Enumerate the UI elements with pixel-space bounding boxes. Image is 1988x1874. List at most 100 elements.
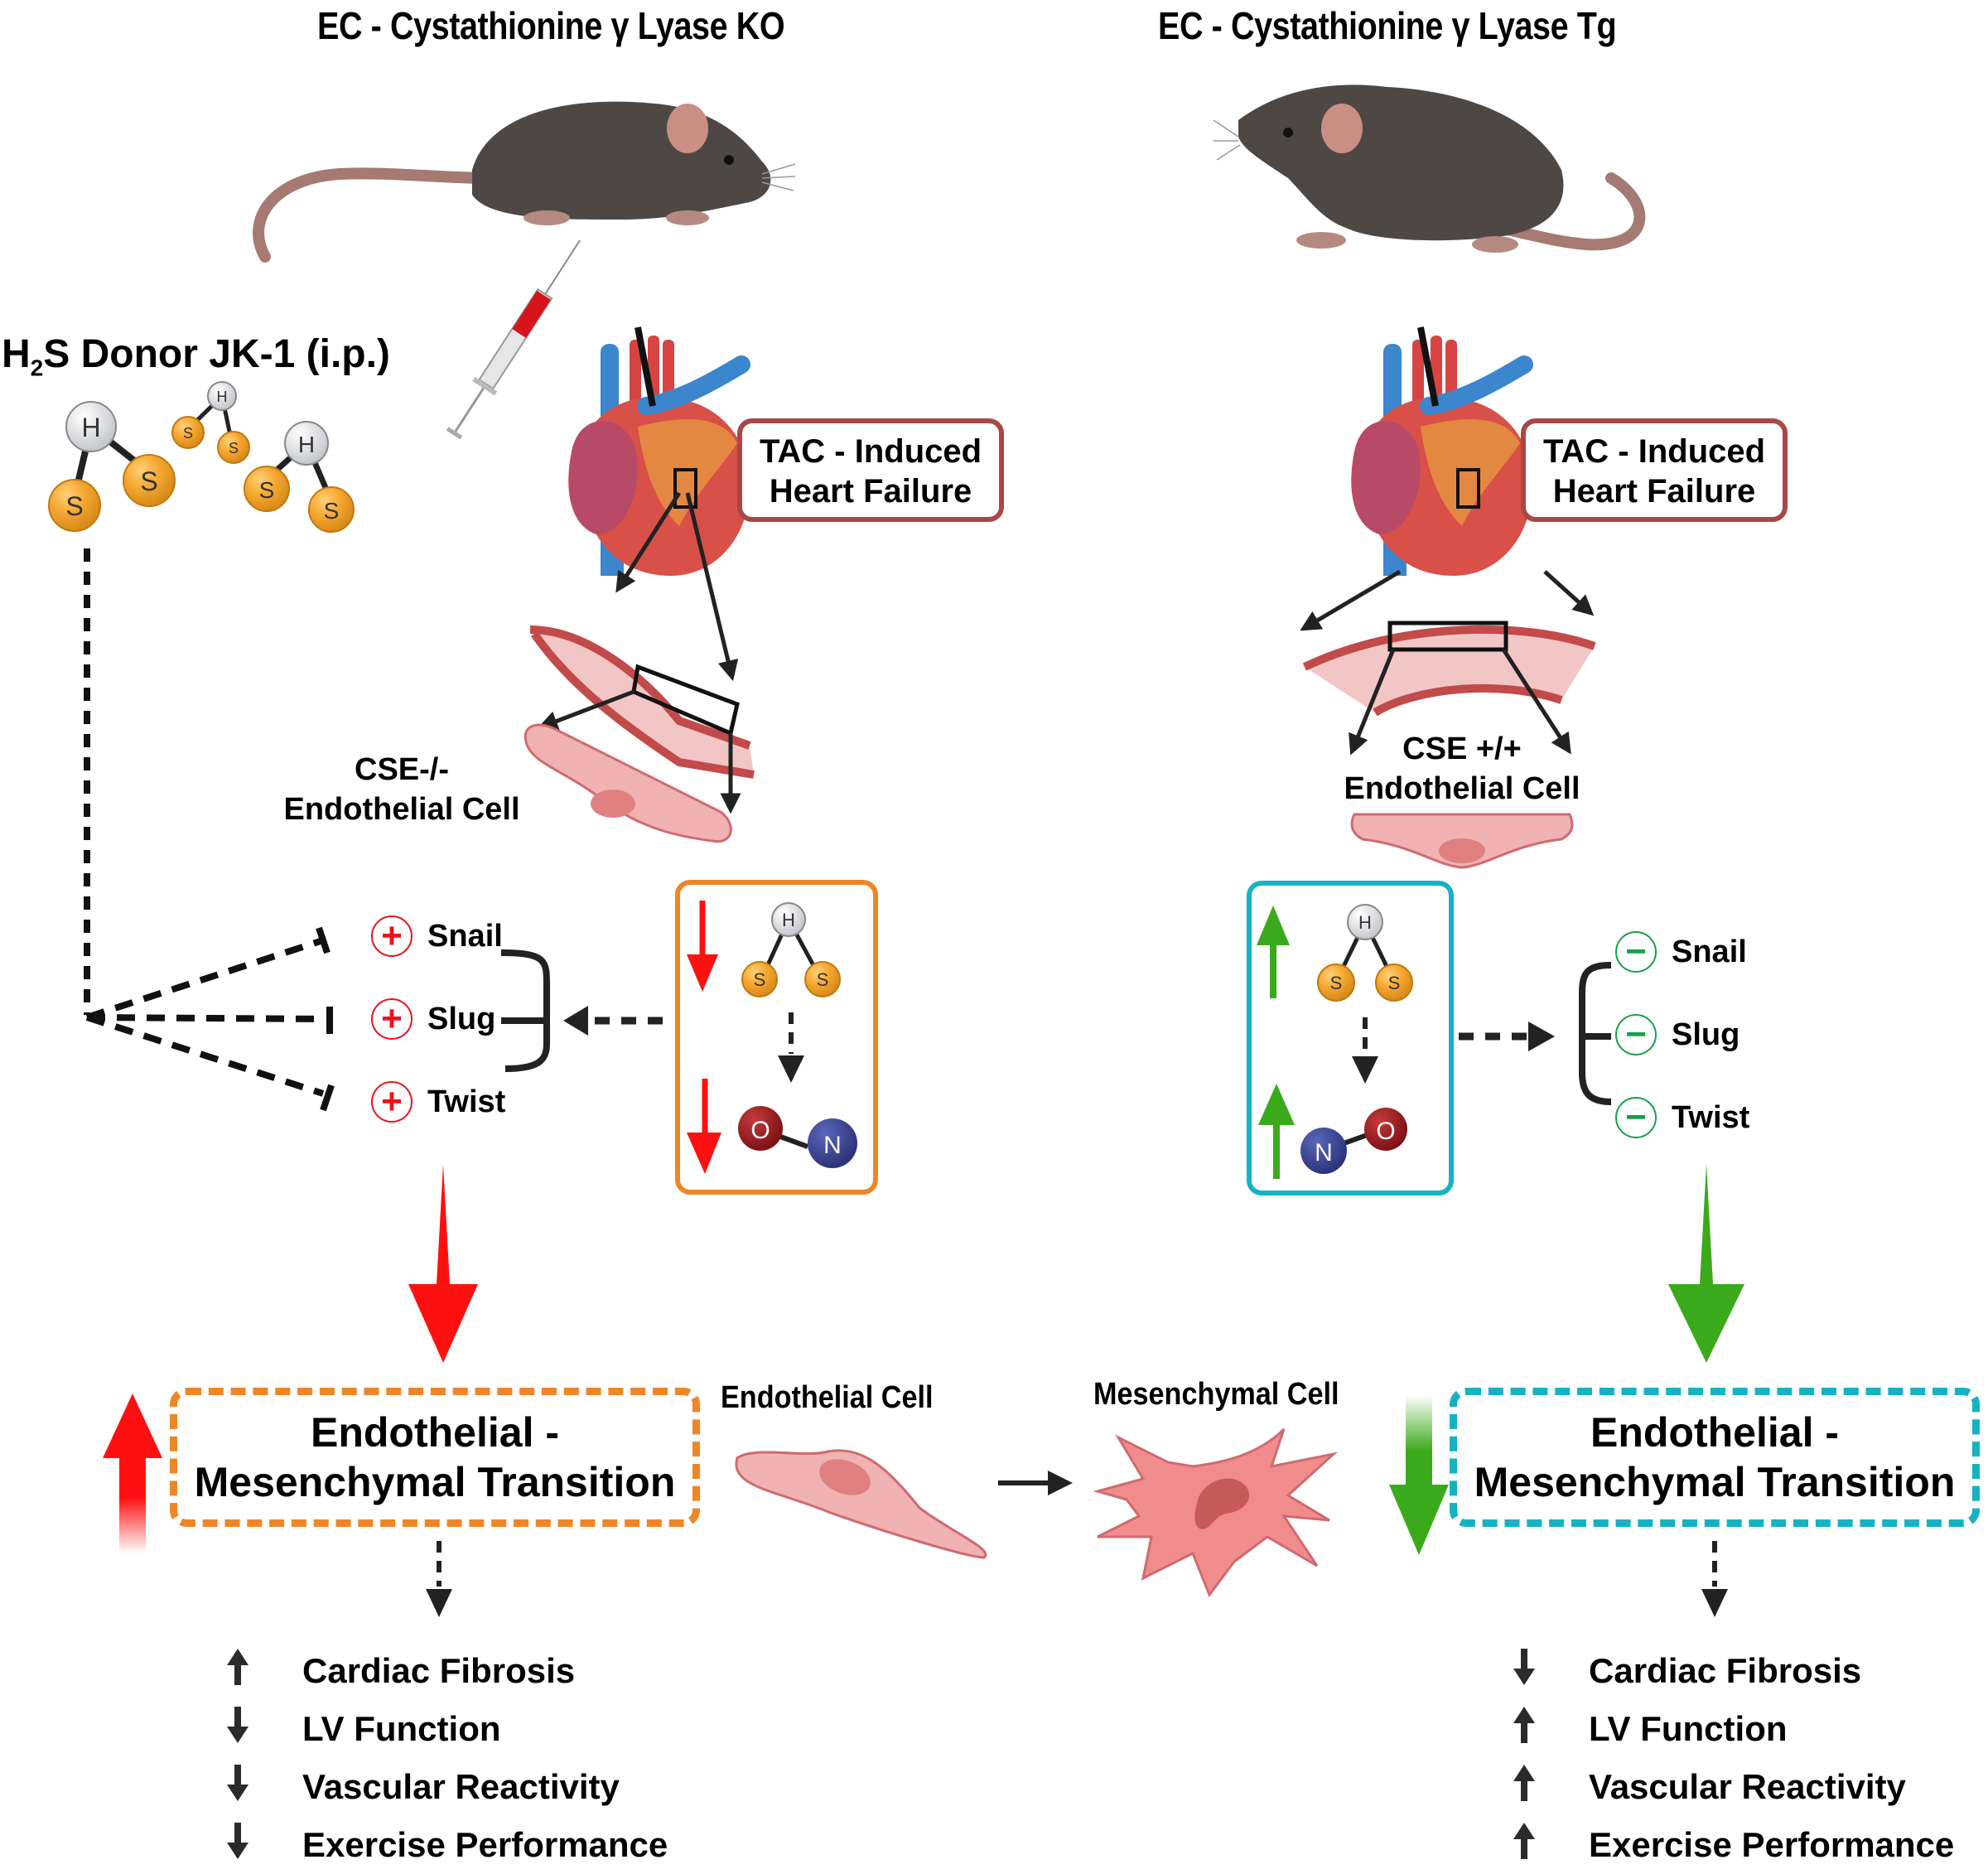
no-molecule: O N: [738, 1106, 857, 1168]
inhibition-bar-snail: [316, 926, 331, 954]
mouse-tail: [253, 167, 495, 263]
gene-name: Snail: [1672, 934, 1747, 969]
atom-s: S: [1388, 973, 1401, 993]
down-arrow-red-icon: [687, 1079, 721, 1174]
arrow-down-icon: [221, 1821, 254, 1869]
h2s-molecule: H S S: [1317, 904, 1413, 1002]
blood-vessel: [530, 630, 754, 775]
h2s-donor-label: H2S Donor JK-1 (i.p.): [2, 332, 390, 381]
cell-type: Endothelial Cell: [1344, 771, 1580, 806]
h2s-molecule: H S S: [48, 401, 176, 532]
gene-slug: +Slug: [371, 998, 505, 1040]
endothelial-cell: [1350, 813, 1574, 869]
atom-s: S: [183, 425, 193, 442]
outcome-cardiac-fibrosis: Cardiac Fibrosis: [1508, 1642, 1954, 1700]
emt-line-1: Endothelial -: [1590, 1409, 1839, 1456]
atom-s: S: [140, 466, 157, 496]
zoom-region-box: [673, 468, 697, 509]
tg-bracket-arrow: [1459, 962, 1612, 1105]
cell-genotype: CSE-/-: [355, 752, 449, 787]
arrow-down-icon: [221, 1763, 254, 1811]
atom-o: O: [1376, 1118, 1395, 1145]
ko-heart-illustration: [568, 326, 750, 576]
minus-icon: −: [1615, 1097, 1657, 1138]
gene-name: Twist: [427, 1084, 506, 1119]
ko-h2s-no-box: [675, 880, 878, 1195]
atom-s: S: [324, 498, 340, 524]
outcome-exercise-performance: Exercise Performance: [221, 1816, 668, 1874]
mouse-ear: [1321, 104, 1363, 153]
atom-h: H: [298, 432, 315, 457]
atom-s: S: [817, 969, 829, 990]
tg-h2s-no-box: [1247, 881, 1454, 1195]
tac-heart-failure-box-ko: TAC - Induced Heart Failure: [737, 418, 1004, 522]
emt-line-2: Mesenchymal Transition: [194, 1459, 676, 1505]
gene-name: Twist: [1672, 1099, 1750, 1135]
outcome-label: Vascular Reactivity: [302, 1767, 620, 1806]
outcome-exercise-performance: Exercise Performance: [1508, 1816, 1954, 1874]
h2s-molecule: H S S: [741, 902, 841, 997]
h2s-molecule: H S S: [171, 381, 250, 464]
ko-gene-list: + Snail +Slug + Twist: [371, 915, 505, 1123]
ko-mouse-illustration: [253, 101, 796, 263]
ko-outcome-list: Cardiac Fibrosis LV Function Vascular Re…: [221, 1642, 668, 1874]
gene-name: Slug: [1672, 1017, 1740, 1052]
left-panel-title: EC - Cystathionine γ Lyase KO: [317, 4, 785, 47]
cse-tg-cell-label: CSE +/+ Endothelial Cell: [1325, 729, 1599, 809]
atom-n: N: [823, 1132, 842, 1159]
outcome-label: Exercise Performance: [1589, 1825, 1955, 1864]
gene-twist: + Twist: [371, 1081, 505, 1123]
cse-ko-cell-label: CSE-/- Endothelial Cell: [282, 750, 522, 829]
gene-snail: + Snail: [371, 915, 505, 957]
outcome-lv-function: LV Function: [1508, 1700, 1954, 1758]
outcome-cardiac-fibrosis: Cardiac Fibrosis: [221, 1642, 668, 1700]
arrow-up-icon: [1508, 1705, 1541, 1753]
minus-icon: −: [1615, 931, 1657, 973]
right-panel-title: EC - Cystathionine γ Lyase Tg: [1158, 4, 1617, 47]
syringe-icon: [446, 239, 581, 440]
no-molecule: N O: [1300, 1108, 1407, 1174]
ko-big-down-arrow-icon: [408, 1164, 478, 1363]
atom-h: H: [217, 389, 228, 405]
ko-emt-box: Endothelial - Mesenchymal Transition: [170, 1388, 700, 1527]
gene-snail: −Snail: [1615, 931, 1749, 973]
mouse-body: [1238, 85, 1564, 241]
outcome-vascular-reactivity: Vascular Reactivity: [221, 1758, 668, 1816]
atom-s: S: [1330, 973, 1343, 993]
gene-slug: −Slug: [1615, 1014, 1749, 1055]
inhibition-bar-twist: [320, 1084, 335, 1112]
up-arrow-green-icon: [1257, 906, 1290, 998]
ko-vessel-zoom: [524, 491, 755, 843]
tg-emt-box: Endothelial - Mesenchymal Transition: [1450, 1388, 1980, 1527]
atom-s: S: [259, 477, 275, 503]
mouse-eye: [1283, 128, 1293, 138]
cell-type: Endothelial Cell: [283, 792, 520, 827]
outcome-vascular-reactivity: Vascular Reactivity: [1508, 1758, 1954, 1816]
tg-big-down-arrow-icon: [1668, 1164, 1744, 1363]
mesenchymal-cell-label: Mesenchymal Cell: [1093, 1377, 1339, 1412]
atom-h: H: [1358, 912, 1372, 933]
h2s-donor-molecules: H S S H S S H S S: [48, 381, 355, 533]
arrow-down-icon: [1508, 1647, 1541, 1695]
plus-icon: +: [371, 1081, 413, 1123]
tg-mouse-illustration: [1213, 85, 1646, 253]
ko-bracket-arrow: [500, 949, 663, 1072]
center-mesenchymal-cell: [1093, 1427, 1339, 1598]
transition-arrow-icon: [998, 1471, 1073, 1495]
gene-name: Snail: [427, 918, 503, 954]
cell-genotype: CSE +/+: [1402, 732, 1522, 766]
tac-line-1: TAC - Induced: [1542, 433, 1766, 470]
atom-s: S: [754, 969, 766, 990]
center-endothelial-cell: [735, 1449, 987, 1559]
endothelial-cell-label: Endothelial Cell: [721, 1380, 934, 1415]
up-arrow-green-icon: [1258, 1084, 1295, 1179]
jk1-inhibition-lines: [84, 548, 335, 1112]
ko-h2s-no-content: H S S O N: [687, 901, 857, 1174]
outcome-label: Cardiac Fibrosis: [302, 1651, 576, 1690]
plus-icon: +: [371, 915, 413, 957]
outcome-label: Exercise Performance: [302, 1825, 668, 1864]
zoom-region-box: [1456, 468, 1480, 509]
emt-down-arrow-green-icon: [1389, 1395, 1449, 1555]
atom-s: S: [65, 491, 83, 521]
mouse-ear: [667, 104, 708, 153]
